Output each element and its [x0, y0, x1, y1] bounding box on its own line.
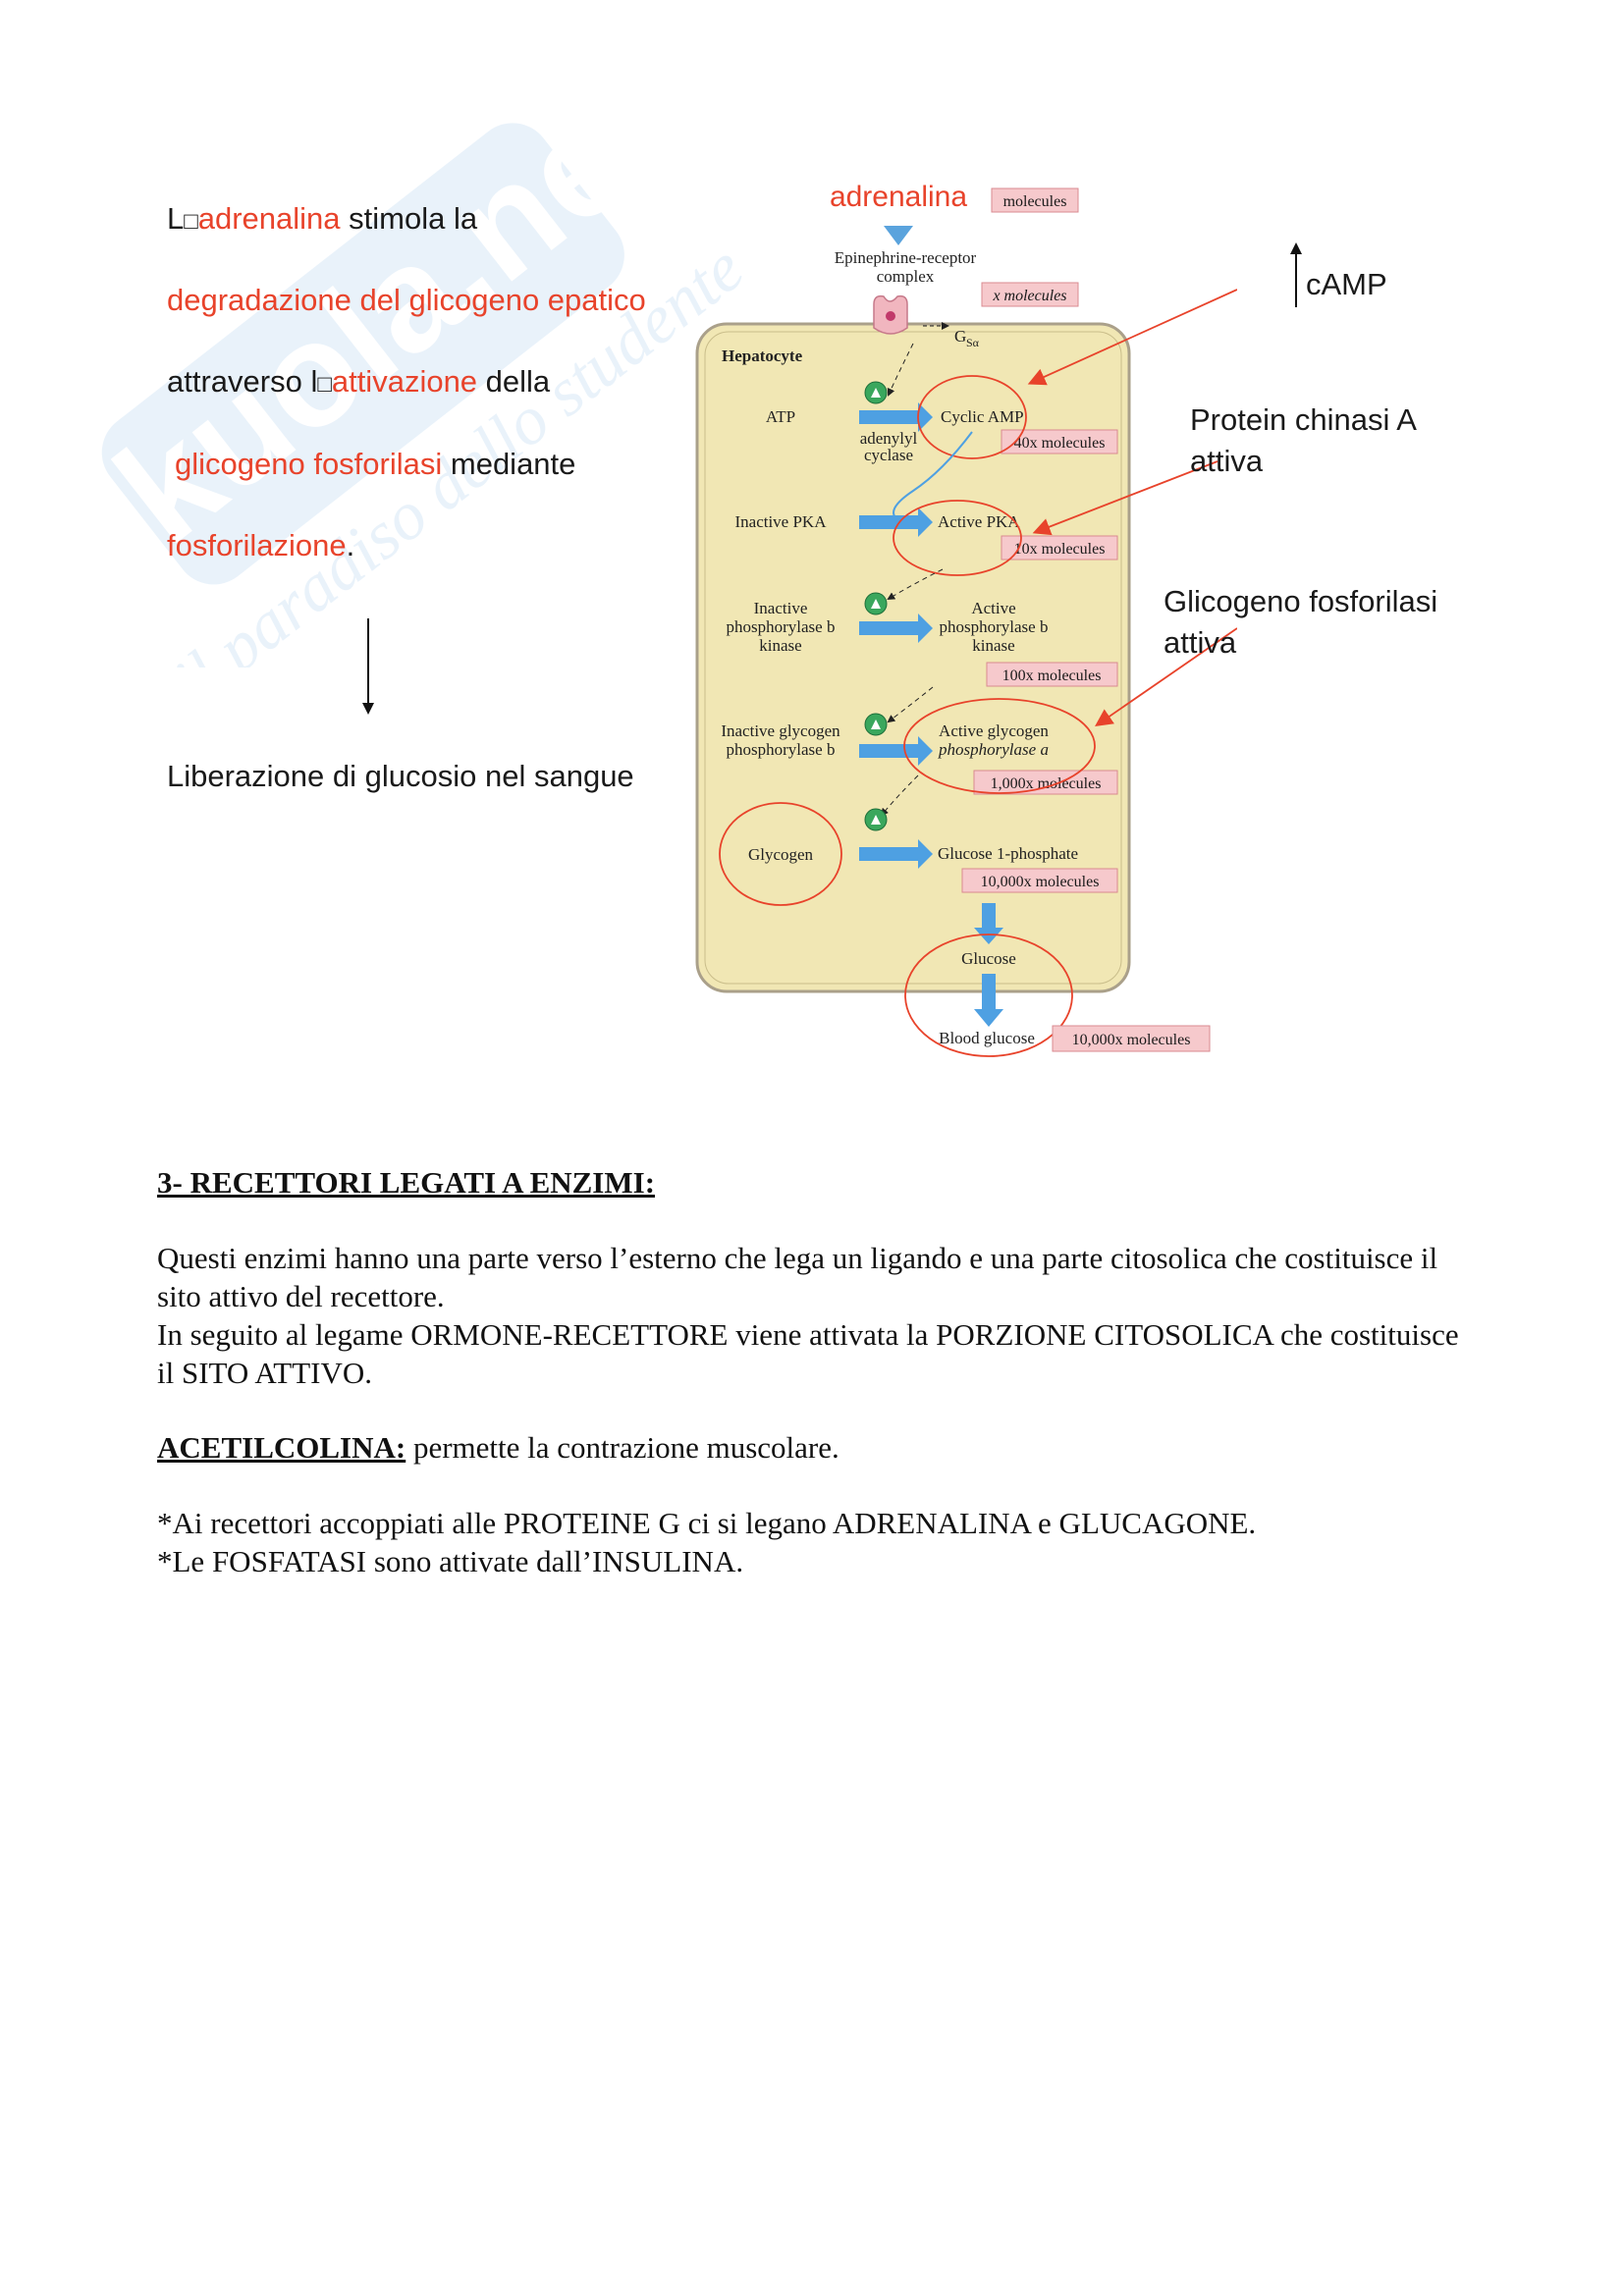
camp-label: cAMP: [1306, 267, 1387, 301]
svg-text:Inactive glycogen: Inactive glycogen: [721, 721, 840, 740]
svg-text:phosphorylase a: phosphorylase a: [938, 740, 1049, 759]
svg-text:Active PKA: Active PKA: [938, 512, 1020, 531]
svg-text:Inactive PKA: Inactive PKA: [734, 512, 827, 531]
svg-text:1,000x molecules: 1,000x molecules: [991, 775, 1102, 792]
svg-text:x molecules: x molecules: [992, 288, 1066, 304]
svg-text:ATP: ATP: [766, 407, 795, 426]
svg-text:10x molecules: 10x molecules: [1014, 541, 1106, 558]
svg-text:G: G: [954, 327, 966, 346]
svg-text:Active glycogen: Active glycogen: [939, 721, 1049, 740]
adrenalina-label: adrenalina: [830, 181, 967, 213]
watermark-logo: Skuola.net il paradiso dello studente: [20, 59, 746, 667]
svg-text:Active: Active: [971, 599, 1015, 617]
missing-glyph: □: [184, 208, 198, 235]
glucose-circle: [904, 934, 1073, 1057]
svg-text:phosphorylase b: phosphorylase b: [727, 617, 836, 636]
pka-circle: [893, 500, 1022, 576]
caption-line-4: glicogeno fosforilasi mediante: [175, 447, 576, 481]
note-1: *Ai recettori accoppiati alle PROTEINE G…: [157, 1506, 1257, 1540]
svg-text:100x molecules: 100x molecules: [1002, 667, 1102, 684]
gp-circle: [903, 698, 1096, 794]
pka-label: Protein chinasi A: [1190, 402, 1417, 437]
svg-text:adenylyl: adenylyl: [860, 429, 918, 448]
svg-text:Hepatocyte: Hepatocyte: [722, 347, 803, 365]
arrow-atp-camp: [859, 410, 918, 424]
svg-text:Glucose: Glucose: [961, 949, 1016, 968]
paragraph-1: Questi enzimi hanno una parte verso l’es…: [157, 1241, 1438, 1313]
svg-text:Cyclic AMP: Cyclic AMP: [941, 407, 1024, 426]
paragraph-2: In seguito al legame ORMONE-RECETTORE vi…: [157, 1317, 1459, 1390]
svg-text:phosphorylase b: phosphorylase b: [940, 617, 1049, 636]
svg-text:kinase: kinase: [759, 636, 801, 655]
pka-active-label: attiva: [1190, 444, 1264, 478]
glycogen-circle: [719, 802, 842, 906]
svg-text:phosphorylase b: phosphorylase b: [727, 740, 836, 759]
caption-line-1: L□adrenalina stimola la: [167, 201, 478, 236]
down-arrow-icon: [362, 618, 374, 715]
svg-text:Epinephrine-receptor: Epinephrine-receptor: [835, 248, 977, 267]
glycogenolysis-diagram: adrenalina molecules Epinephrine-recepto…: [695, 181, 1237, 1057]
svg-text:10,000x molecules: 10,000x molecules: [1072, 1032, 1191, 1048]
caption-result: Liberazione di glucosio nel sangue: [167, 759, 634, 793]
caption-line-3: attraverso l□attivazione della: [167, 364, 551, 399]
svg-text:complex: complex: [877, 267, 935, 286]
caption-line-5: fosforilazione.: [167, 528, 355, 562]
svg-text:Glucose 1-phosphate: Glucose 1-phosphate: [938, 844, 1078, 863]
acetilcolina-line: ACETILCOLINA: permette la contrazione mu…: [157, 1430, 839, 1465]
gp-label: Glicogeno fosforilasi: [1164, 584, 1438, 618]
up-arrow-icon: [1290, 242, 1302, 307]
caption-line-2: degradazione del glicogeno epatico: [167, 283, 646, 317]
svg-text:Inactive: Inactive: [754, 599, 808, 617]
svg-text:Sα: Sα: [966, 336, 980, 349]
note-2: *Le FOSFATASI sono attivate dall’INSULIN…: [157, 1544, 744, 1578]
svg-text:Glycogen: Glycogen: [748, 845, 814, 864]
svg-text:Blood glucose: Blood glucose: [939, 1029, 1035, 1047]
svg-text:40x molecules: 40x molecules: [1014, 435, 1106, 452]
camp-circle: [917, 375, 1027, 459]
svg-text:10,000x molecules: 10,000x molecules: [981, 874, 1100, 890]
svg-text:cyclase: cyclase: [864, 446, 913, 464]
hepatocyte-cell: [695, 322, 1131, 993]
svg-text:molecules: molecules: [1003, 193, 1067, 210]
gp-active-label: attiva: [1164, 625, 1237, 660]
section-heading: 3- RECETTORI LEGATI A ENZIMI:: [157, 1165, 656, 1200]
svg-text:kinase: kinase: [972, 636, 1014, 655]
molecules-tag: [991, 187, 1079, 213]
down-triangle-icon: [884, 226, 913, 245]
